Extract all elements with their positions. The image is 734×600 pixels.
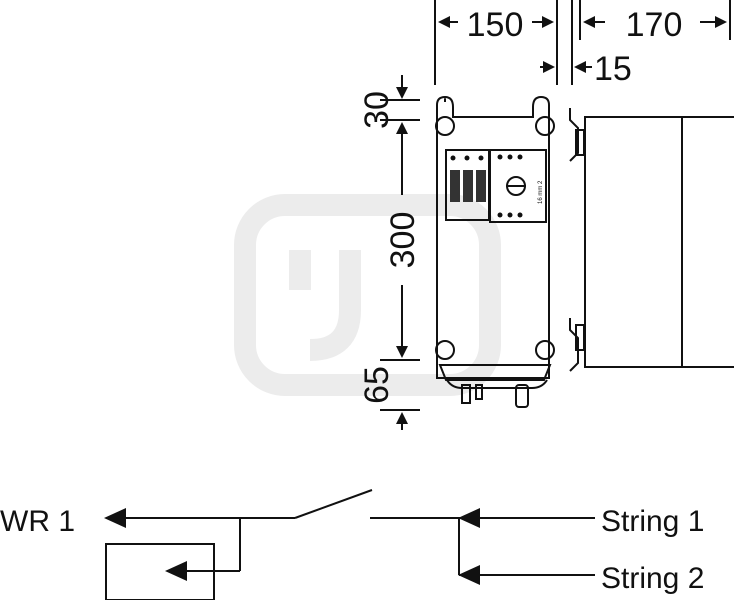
enclosure-front-view: 16 mm 2: [435, 95, 555, 408]
gap-label: 15: [594, 50, 632, 88]
disconnect-switch: 16 mm 2: [489, 149, 547, 223]
dimension-height: 30 300 65: [358, 75, 422, 430]
enclosure-side-view: [569, 108, 734, 372]
cable-label: 16 mm 2: [538, 180, 544, 204]
depth-label: 170: [626, 6, 683, 44]
top-margin-label: 30: [358, 91, 396, 129]
input-label-string1: String 1: [601, 505, 704, 538]
cable-glands: [461, 384, 529, 408]
dimension-width: 150 170 15: [434, 0, 731, 88]
bottom-margin-label: 65: [358, 366, 396, 404]
input-label-string2: String 2: [601, 562, 704, 595]
output-label-wr1: WR 1: [0, 505, 75, 538]
watermark-logo: [234, 194, 501, 396]
circuit-schematic: WR 1 String 1 String 2: [0, 489, 704, 600]
switch-contact: [294, 489, 373, 519]
surge-protector-box: [105, 543, 215, 600]
width-label: 150: [467, 6, 524, 44]
mounting-height-label: 300: [384, 212, 422, 269]
